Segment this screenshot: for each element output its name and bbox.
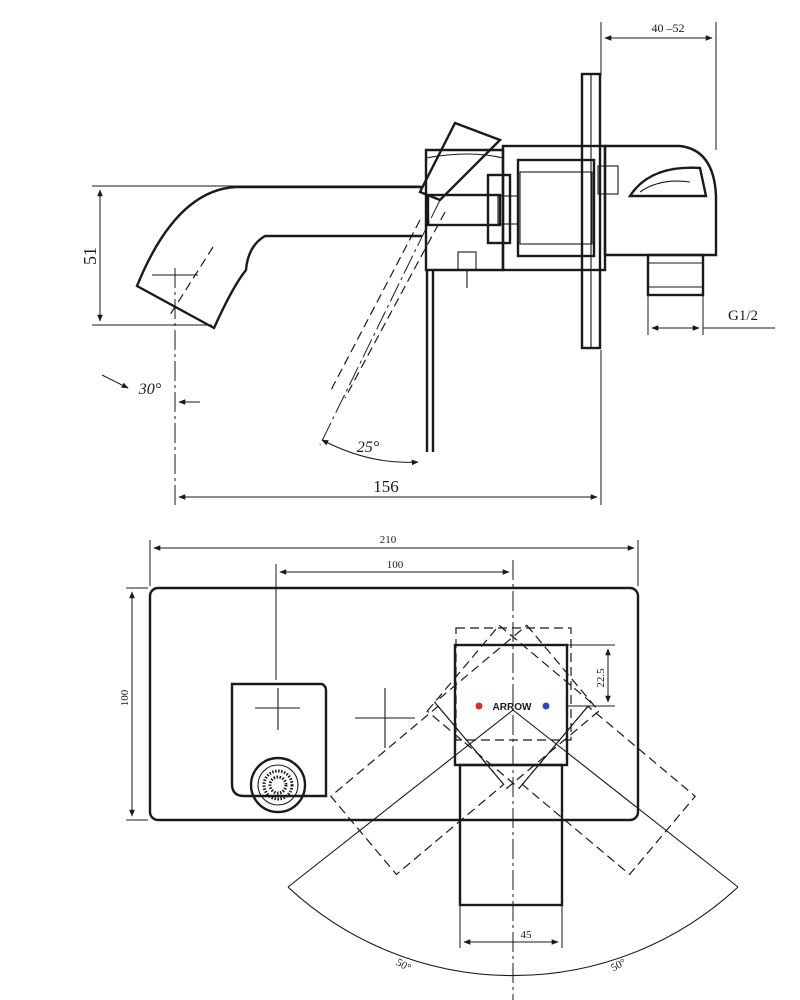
dim-plate-width: 210 bbox=[380, 534, 397, 546]
brand-label: ARROW bbox=[493, 702, 532, 713]
cold-indicator bbox=[542, 702, 550, 710]
dim-plate-height: 100 bbox=[119, 689, 131, 706]
side-view: 51 40 –52 G1/2 30° 25° 156 bbox=[80, 21, 775, 505]
top-view: ARROW 210 100 100 22.5 45 50° bbox=[119, 534, 739, 1000]
dim-handle-width: 45 bbox=[521, 929, 533, 941]
dim-total-length: 156 bbox=[373, 477, 399, 496]
dim-outlet-height: 51 bbox=[80, 247, 100, 265]
handle-lever bbox=[458, 763, 564, 907]
dim-handle-angle: 25° bbox=[357, 439, 380, 456]
dim-swing-right: 50° bbox=[609, 956, 628, 974]
dim-spout-angle: 30° bbox=[138, 381, 162, 398]
outlet-block bbox=[230, 682, 328, 798]
rear-body bbox=[603, 144, 718, 257]
dim-wall-depth: 40 –52 bbox=[652, 21, 685, 35]
backplate bbox=[148, 586, 640, 822]
dim-center-distance: 100 bbox=[387, 559, 404, 571]
hot-indicator bbox=[475, 702, 483, 710]
aerator-icon bbox=[249, 756, 307, 814]
spout bbox=[135, 185, 422, 330]
dim-handle-offset: 22.5 bbox=[595, 668, 607, 688]
inlet-fitting bbox=[646, 253, 705, 297]
dim-thread: G1/2 bbox=[728, 308, 758, 324]
